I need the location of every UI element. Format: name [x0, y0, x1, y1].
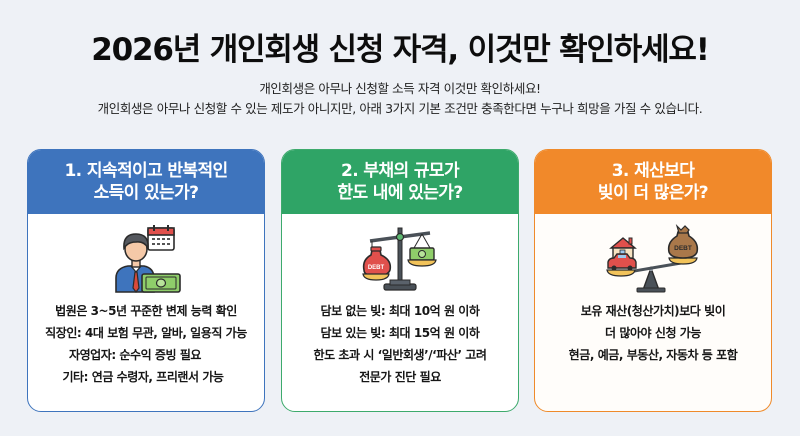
- criteria-card-assets-vs-debt: 3. 재산보다 빚이 더 많은가?: [534, 149, 772, 412]
- description-line: 자영업자: 순수익 증빙 필요: [68, 348, 202, 362]
- subtitle-line-2: 개인회생은 아무나 신청할 수 있는 제도가 아니지만, 아래 3가지 기본 조…: [97, 101, 703, 116]
- page-title: 2026년 개인회생 신청 자격, 이것만 확인하세요!: [91, 32, 710, 68]
- card-header: 2. 부채의 규모가 한도 내에 있는가?: [282, 150, 518, 214]
- card-description: 법원은 3~5년 꾸준한 변제 능력 확인 직장인: 4대 보험 무관, 알바,…: [28, 300, 264, 388]
- card-description: 보유 재산(청산가치)보다 빚이 더 많아야 신청 가능 현금, 예금, 부동산…: [535, 300, 771, 366]
- criteria-card-debt-limit: 2. 부채의 규모가 한도 내에 있는가? DEBT: [281, 149, 519, 412]
- description-line: 현금, 예금, 부동산, 자동차 등 포함: [568, 348, 738, 362]
- debt-money-balance-scale-icon: DEBT: [282, 222, 518, 294]
- card-header: 3. 재산보다 빚이 더 많은가?: [535, 150, 771, 214]
- svg-text:DEBT: DEBT: [368, 265, 385, 271]
- description-line: 기타: 연금 수령자, 프리랜서 가능: [62, 370, 224, 384]
- description-line: 담보 없는 빚: 최대 10억 원 이하: [320, 304, 480, 318]
- card-title-line-1: 3. 재산보다: [611, 161, 695, 181]
- description-line: 법원은 3~5년 꾸준한 변제 능력 확인: [55, 304, 237, 318]
- description-line: 보유 재산(청산가치)보다 빚이: [580, 304, 726, 318]
- description-line: 더 많아야 신청 가능: [605, 326, 701, 340]
- subtitle-line-1: 개인회생은 아무나 신청할 소득 자격 이것만 확인하세요!: [259, 81, 541, 96]
- assets-vs-debt-seesaw-icon: DEBT: [535, 222, 771, 294]
- card-title-line-1: 1. 지속적이고 반복적인: [64, 161, 228, 181]
- card-header: 1. 지속적이고 반복적인 소득이 있는가?: [28, 150, 264, 214]
- card-title-line-2: 빚이 더 많은가?: [597, 183, 709, 203]
- description-line: 한도 초과 시 ‘일반회생’/‘파산’ 고려: [313, 348, 487, 362]
- criteria-card-income: 1. 지속적이고 반복적인 소득이 있는가?: [27, 149, 265, 412]
- card-title-line-2: 한도 내에 있는가?: [337, 183, 463, 203]
- worker-calendar-money-icon: [28, 222, 264, 294]
- card-title-line-1: 2. 부채의 규모가: [341, 161, 460, 181]
- description-line: 전문가 진단 필요: [359, 370, 441, 384]
- card-description: 담보 없는 빚: 최대 10억 원 이하 담보 있는 빚: 최대 15억 원 이…: [282, 300, 518, 388]
- description-line: 직장인: 4대 보험 무관, 알바, 일용직 가능: [45, 326, 247, 340]
- svg-text:DEBT: DEBT: [674, 245, 692, 252]
- card-title-line-2: 소득이 있는가?: [93, 183, 199, 203]
- description-line: 담보 있는 빚: 최대 15억 원 이하: [320, 326, 480, 340]
